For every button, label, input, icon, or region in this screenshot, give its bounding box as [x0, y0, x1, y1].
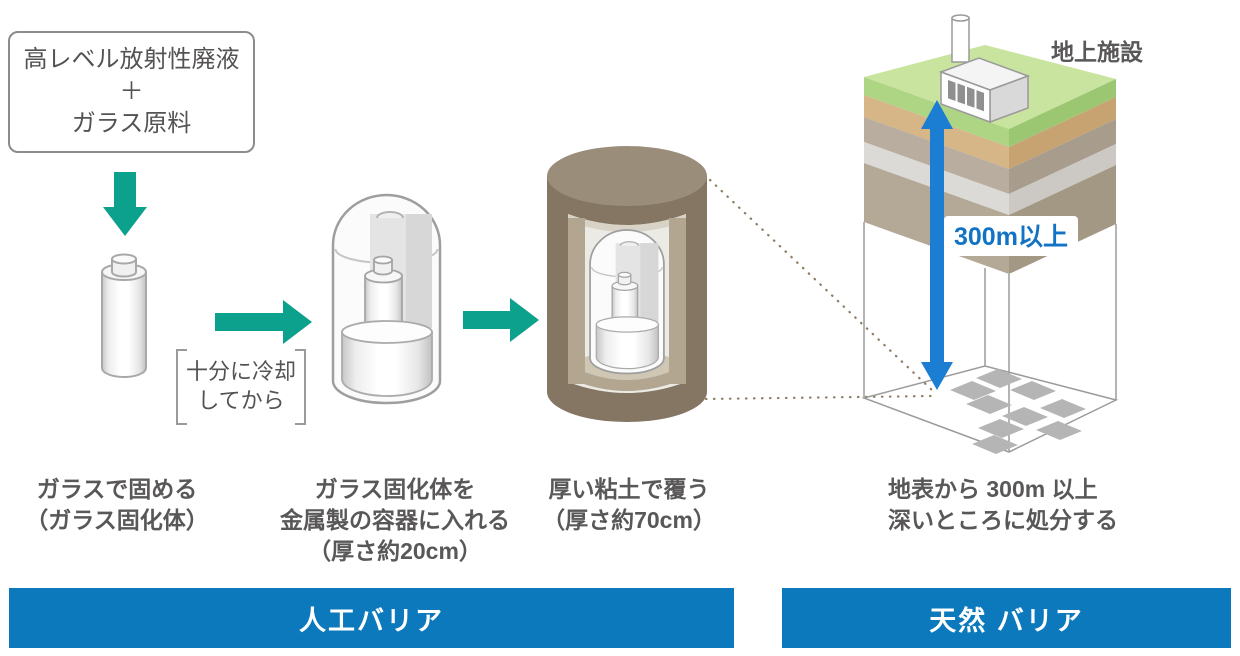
- cooling-note-line-1: 十分に冷却: [185, 359, 296, 385]
- dotted-connector-lines: [704, 178, 935, 401]
- flow-arrow-right-icon: [463, 298, 539, 342]
- source-line-2: ガラス原料: [71, 109, 192, 137]
- source-materials-box: 高レベル放射性廃液 ＋ ガラス原料: [8, 31, 255, 153]
- depth-arrow-icon: [921, 100, 953, 390]
- vitrified-canister: [101, 253, 147, 378]
- surface-facility-building: [938, 14, 1031, 124]
- surface-facility-label: 地上施設: [1051, 39, 1143, 65]
- cooling-note-line-2: してから: [197, 388, 285, 413]
- caption-step1-vitrify: ガラスで固める （ガラス固化体）: [25, 476, 209, 533]
- flow-arrow-down-icon: [103, 172, 147, 236]
- caption-step4-deep-disposal: 地表から 300m 以上 深いところに処分する: [888, 476, 1118, 533]
- source-line-1: 高レベル放射性廃液: [23, 46, 240, 74]
- metal-container-cutaway: [331, 193, 442, 405]
- underground-wireframe: [861, 222, 1119, 453]
- cooling-note: 十分に冷却 してから: [176, 349, 306, 425]
- clay-buffer-container-cutaway: [547, 146, 707, 422]
- caption-step2-metal-container: ガラス固化体を 金属製の容器に入れる （厚さ約20cm）: [280, 476, 510, 564]
- building-windows: [948, 80, 984, 112]
- plus-sign: ＋: [119, 78, 144, 106]
- natural-barrier-bar: 天然 バリア: [782, 588, 1231, 648]
- caption-step3-clay-cover: 厚い粘土で覆う （厚さ約70cm）: [542, 476, 716, 533]
- artificial-barrier-bar: 人工バリア: [9, 588, 734, 648]
- flow-arrow-right-icon: [215, 300, 312, 344]
- disposal-panel-tiles: [950, 369, 1086, 454]
- depth-label: 300m以上: [944, 216, 1078, 256]
